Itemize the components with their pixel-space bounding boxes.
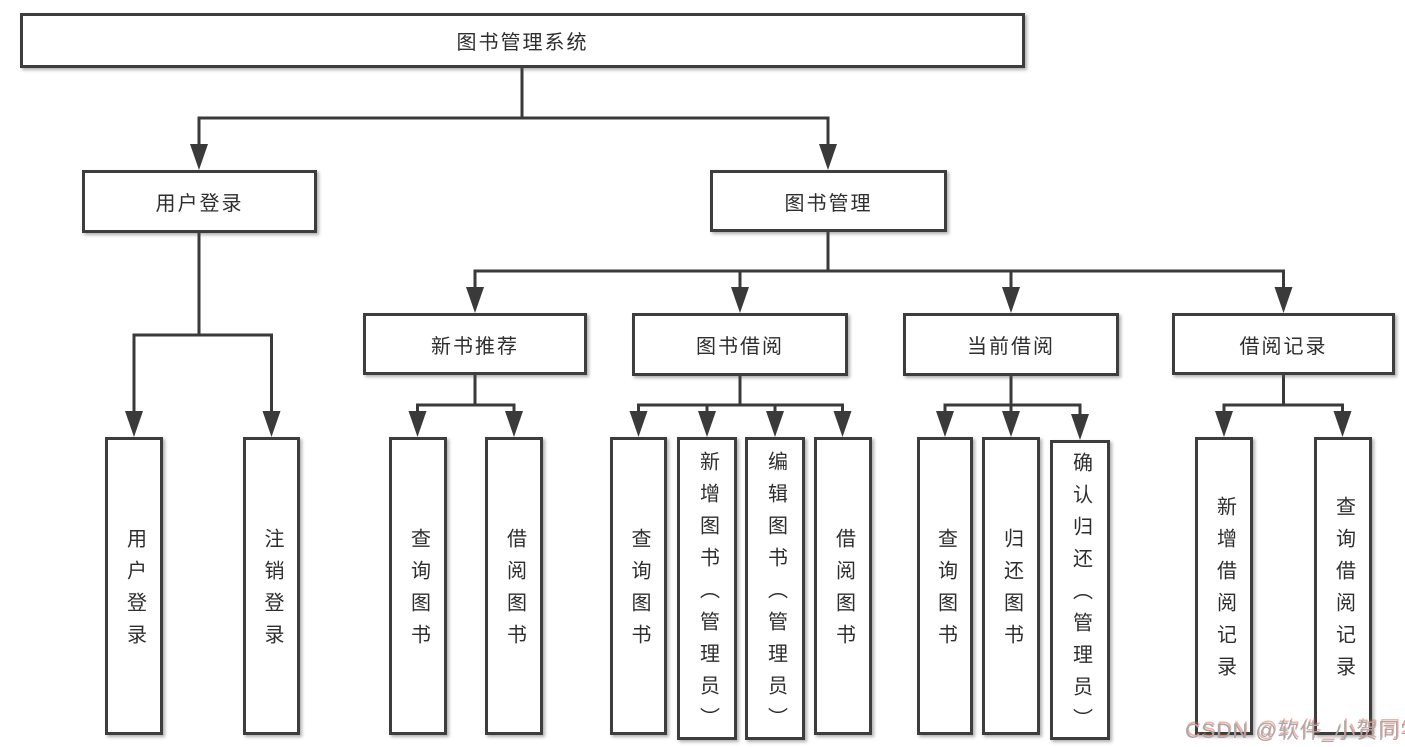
leaf-logout: 注销登录	[243, 437, 300, 735]
node-label: 图书管理	[784, 192, 873, 215]
edges-recommend-to-children	[408, 373, 523, 437]
leaf-records-query-record: 查询借阅记录	[1314, 437, 1372, 735]
arrowhead	[1002, 411, 1020, 437]
arrowhead	[190, 144, 208, 170]
arrowhead	[505, 411, 523, 437]
leaf-recommend-borrow-book: 借阅图书	[485, 437, 543, 735]
leaf-user-login: 用户登录	[105, 437, 163, 735]
node-label: 用户登录	[123, 528, 146, 656]
arrowhead	[125, 411, 143, 437]
arrowhead	[408, 411, 427, 437]
arrowhead	[936, 411, 954, 437]
leaf-borrow-query-book: 查询图书	[610, 437, 667, 735]
arrowhead	[833, 411, 852, 437]
leaf-current-return-book: 归还图书	[982, 437, 1040, 735]
leaf-records-add-record: 新增借阅记录	[1195, 437, 1253, 735]
node-label: 确认归还（管理员）	[1069, 452, 1092, 740]
node-label: 新书推荐	[431, 335, 519, 358]
arrowhead	[1333, 411, 1352, 437]
node-root-system: 图书管理系统	[20, 13, 1025, 68]
arrowhead	[1002, 287, 1020, 313]
arrowhead	[819, 144, 837, 170]
node-book-manage: 图书管理	[710, 170, 947, 232]
leaf-borrow-add-book-admin: 新增图书（管理员）	[677, 437, 737, 740]
node-borrow-records: 借阅记录	[1172, 313, 1395, 375]
arrowhead	[262, 411, 281, 437]
arrowhead	[698, 411, 716, 437]
arrowhead	[1274, 287, 1293, 313]
node-label: 借阅记录	[1239, 335, 1328, 358]
csdn-watermark: CSDN @软件_小贺同学	[1185, 720, 1405, 743]
edges-borrow-to-children	[629, 374, 852, 437]
node-label: 归还图书	[1000, 528, 1023, 656]
leaf-current-confirm-return-admin: 确认归还（管理员）	[1050, 440, 1110, 740]
node-new-book-recommend: 新书推荐	[363, 313, 587, 375]
arrowhead	[629, 411, 648, 437]
node-label: 借阅图书	[503, 528, 526, 656]
node-label: 查询借阅记录	[1332, 496, 1355, 688]
node-label: 图书借阅	[696, 336, 784, 358]
node-label: 图书管理系统	[456, 32, 589, 54]
leaf-borrow-edit-book-admin: 编辑图书（管理员）	[745, 437, 805, 740]
arrowhead	[766, 411, 784, 437]
node-current-borrow: 当前借阅	[903, 313, 1119, 376]
edges-root-to-level2	[190, 66, 837, 170]
leaf-current-query-book: 查询图书	[917, 437, 973, 735]
edges-current-to-children	[936, 374, 1089, 440]
arrowhead	[1215, 411, 1233, 437]
node-book-borrow: 图书借阅	[632, 313, 848, 376]
node-label: 借阅图书	[832, 528, 855, 656]
leaf-recommend-query-book: 查询图书	[389, 437, 447, 735]
edges-manage-to-level3	[466, 230, 1293, 313]
node-label: 新增借阅记录	[1213, 496, 1236, 688]
arrowhead	[731, 287, 749, 313]
node-user-login: 用户登录	[82, 170, 317, 233]
node-label: 当前借阅	[967, 336, 1055, 358]
node-label: 用户登录	[155, 193, 244, 215]
arrowhead	[466, 287, 484, 313]
node-label: 新增图书（管理员）	[696, 450, 719, 739]
node-label: 查询图书	[934, 528, 957, 656]
node-label: 查询图书	[407, 528, 430, 656]
edges-records-to-children	[1215, 373, 1352, 437]
node-label: 编辑图书（管理员）	[764, 450, 787, 739]
edges-login-to-children	[125, 231, 281, 437]
leaf-borrow-borrow-book: 借阅图书	[814, 437, 872, 735]
node-label: 查询图书	[628, 528, 650, 656]
node-label: 注销登录	[261, 528, 283, 656]
arrowhead	[1071, 414, 1089, 440]
